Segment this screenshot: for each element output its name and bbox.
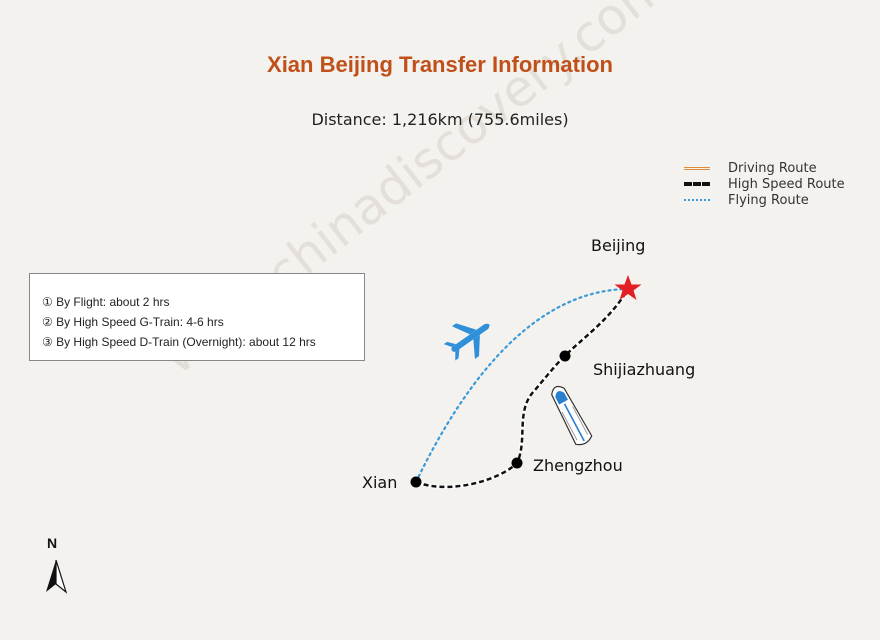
city-label-xian: Xian	[362, 473, 398, 492]
info-line-flight: ① By Flight: about 2 hrs	[42, 295, 170, 309]
xian-dot	[410, 476, 422, 488]
shijiazhuang-dot	[559, 350, 571, 362]
compass-arrow-icon	[46, 559, 68, 594]
legend-label: Driving Route	[728, 160, 817, 176]
info-line-d-train: ③ By High Speed D-Train (Overnight): abo…	[42, 335, 316, 349]
legend-item-driving: Driving Route	[684, 160, 845, 176]
airplane-icon	[443, 323, 490, 361]
flying-route-line	[414, 287, 630, 484]
distance-text: Distance: 1,216km (755.6miles)	[311, 110, 569, 129]
legend-label: Flying Route	[728, 192, 809, 208]
info-line-g-train: ② By High Speed G-Train: 4-6 hrs	[42, 315, 224, 329]
legend-item-flying: Flying Route	[684, 192, 845, 208]
city-label-beijing: Beijing	[591, 236, 646, 255]
legend-label: High Speed Route	[728, 176, 845, 192]
page-title: Xian Beijing Transfer Information	[267, 52, 613, 77]
legend-item-high-speed: High Speed Route	[684, 176, 845, 192]
legend: Driving Route High Speed Route Flying Ro…	[684, 160, 845, 208]
zhengzhou-dot	[511, 457, 523, 469]
compass-label: N	[47, 535, 58, 551]
city-label-zhengzhou: Zhengzhou	[533, 456, 623, 475]
train-icon	[551, 385, 593, 446]
city-label-shijiazhuang: Shijiazhuang	[593, 360, 696, 379]
flying-route-swatch	[684, 199, 710, 201]
transfer-info-box: ① By Flight: about 2 hrs ② By High Speed…	[29, 273, 365, 361]
beijing-star-icon	[614, 275, 642, 300]
high-speed-route-swatch	[684, 182, 710, 186]
high-speed-route-line	[415, 288, 630, 489]
driving-route-swatch	[684, 166, 710, 170]
